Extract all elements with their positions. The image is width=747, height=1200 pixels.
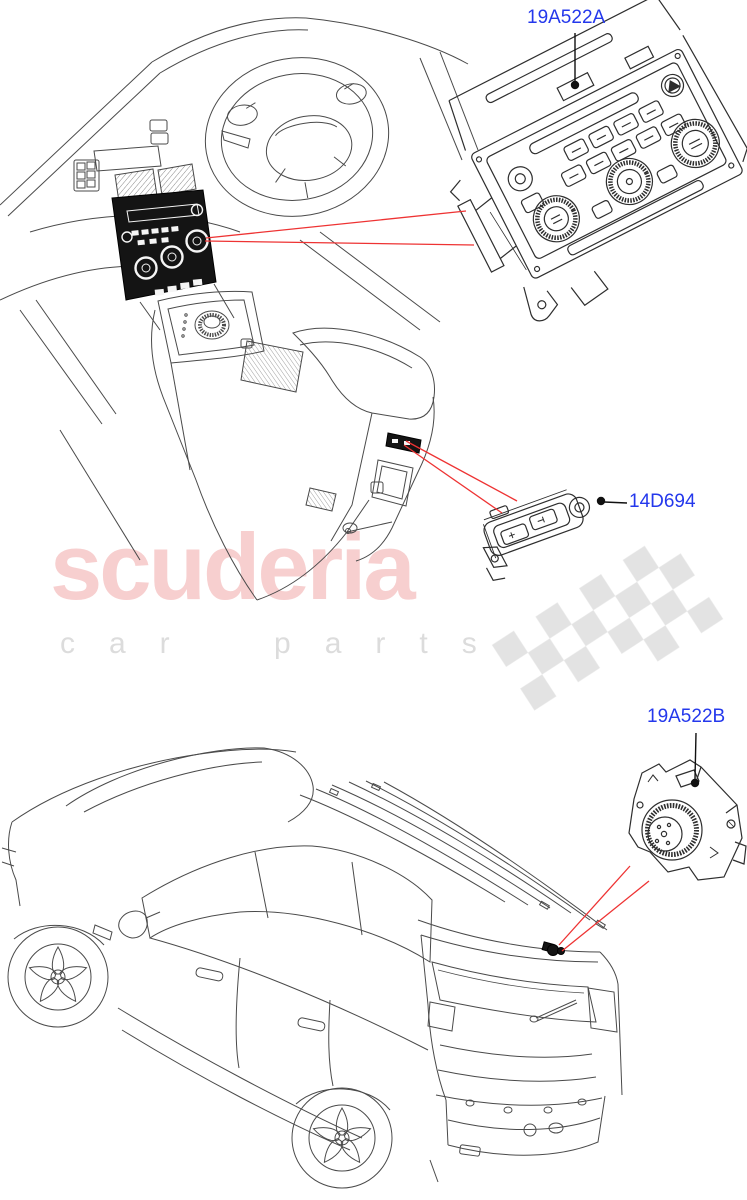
part-label-14D694[interactable]: 14D694 xyxy=(629,491,696,512)
part-label-19A522B[interactable]: 19A522B xyxy=(647,706,726,727)
console-switch-pack-part xyxy=(482,489,591,581)
watermark-tagline: car parts xyxy=(60,627,511,660)
red-leader-lines xyxy=(204,210,650,952)
vehicle-illustration xyxy=(1,747,623,1189)
dashboard-illustration xyxy=(0,17,479,331)
callout-leaders xyxy=(570,33,700,788)
front-hvac-panel-part xyxy=(448,0,747,322)
checkered-flag-watermark xyxy=(491,545,724,711)
watermark-brand: scuderia xyxy=(50,514,416,619)
installed-hvac-panel xyxy=(111,189,217,301)
rear-sensor-component xyxy=(541,941,565,956)
rear-hvac-control-part xyxy=(628,759,747,881)
part-label-19A522A[interactable]: 19A522A xyxy=(527,7,606,28)
console-illustration xyxy=(19,231,441,601)
